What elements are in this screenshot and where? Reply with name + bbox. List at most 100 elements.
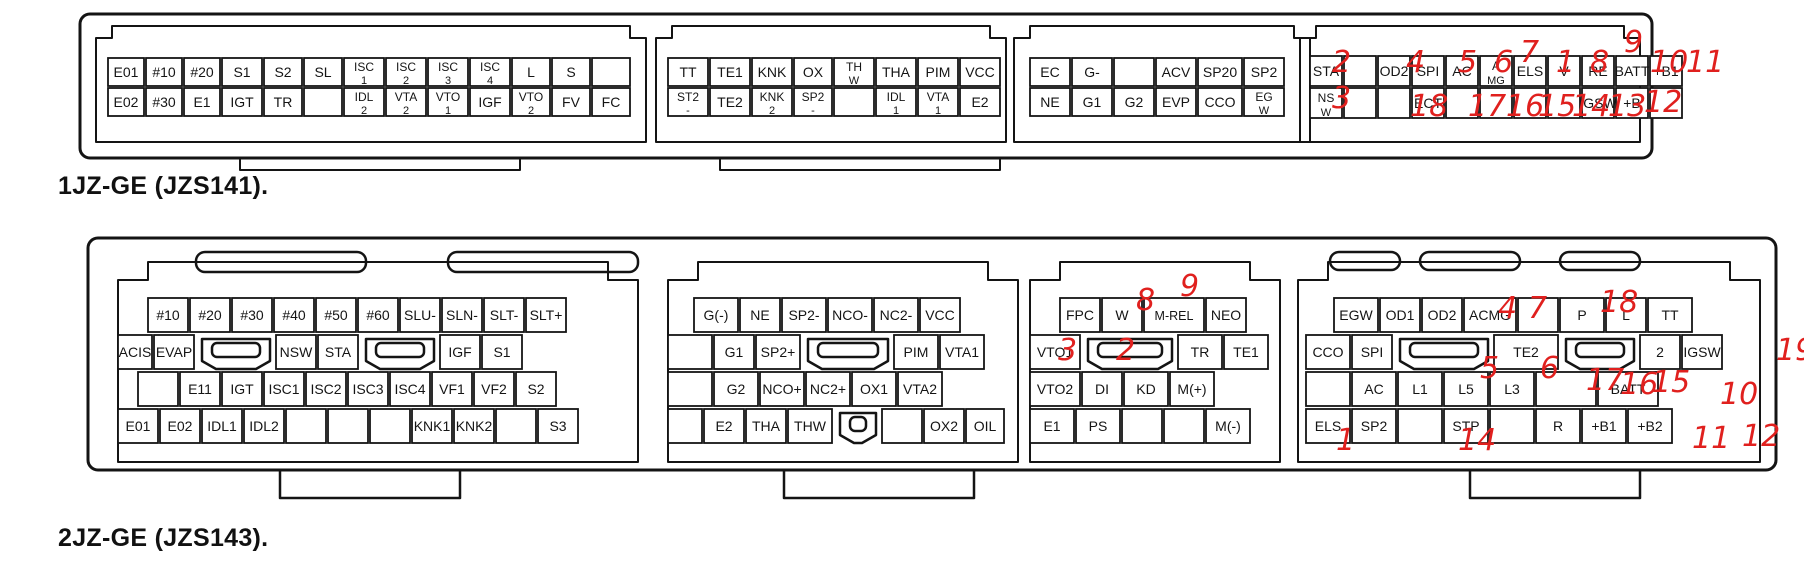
pin-label: S bbox=[566, 64, 575, 80]
pin-label: #60 bbox=[366, 307, 390, 323]
pin-+b1: +B1 bbox=[1581, 408, 1627, 444]
pin-label: E2 bbox=[715, 418, 732, 434]
annotation-number: 10 bbox=[1720, 377, 1758, 412]
pin-label: E01 bbox=[126, 418, 151, 434]
pin-label: STP bbox=[1452, 418, 1479, 434]
pin-label: SLN- bbox=[446, 307, 478, 323]
pin-empty bbox=[1535, 371, 1597, 407]
pin-label: ISC bbox=[438, 60, 458, 74]
pin-label: SPI bbox=[1361, 344, 1384, 360]
pin-ps: PS bbox=[1075, 408, 1121, 444]
pin-nco+: NCO+ bbox=[759, 371, 805, 407]
pin-s3: S3 bbox=[537, 408, 579, 444]
pin-label: KNK bbox=[760, 90, 785, 104]
annotation-number: 4 bbox=[1498, 291, 1517, 326]
pin-igsw: IGSW bbox=[1681, 334, 1723, 370]
pin-label: L1 bbox=[1412, 381, 1428, 397]
connector-housing-bottom-3 bbox=[1029, 261, 1281, 463]
pin-tt: TT bbox=[667, 57, 709, 87]
pin-label: BATT bbox=[1615, 63, 1650, 79]
pin-s2: S2 bbox=[263, 57, 303, 87]
pin-label: E2 bbox=[971, 94, 988, 110]
pin-sl: SL bbox=[303, 57, 343, 87]
pin-label: PIM bbox=[904, 344, 929, 360]
pin-label: PIM bbox=[926, 64, 951, 80]
pin-e01: E01 bbox=[117, 408, 159, 444]
pin-empty bbox=[137, 371, 179, 407]
pin-empty bbox=[667, 408, 703, 444]
pin-label: IDL2 bbox=[249, 418, 279, 434]
pin-label: ISC bbox=[354, 60, 374, 74]
pin-sublabel: 2 bbox=[528, 105, 534, 117]
pin-sublabel: 2 bbox=[361, 105, 367, 117]
pin-evp: EVP bbox=[1155, 87, 1197, 117]
pin-sp20: SP20 bbox=[1197, 57, 1243, 87]
pin-empty bbox=[495, 408, 537, 444]
pin-label: OX1 bbox=[860, 381, 888, 397]
pin-label: ECT bbox=[1414, 95, 1442, 111]
pin-label: RE bbox=[1588, 63, 1607, 79]
pin-empty bbox=[1121, 408, 1163, 444]
annotation-number: 17 bbox=[1468, 89, 1506, 124]
pin-label: W bbox=[1115, 307, 1129, 323]
pin-label: +B1 bbox=[1591, 418, 1617, 434]
pin-label: ISC4 bbox=[394, 381, 425, 397]
pin-sublabel: 4 bbox=[487, 75, 493, 87]
pin-empty bbox=[1479, 87, 1513, 119]
lock-slot bbox=[1096, 341, 1164, 359]
pin-sublabel: 2 bbox=[403, 105, 409, 117]
pin-sublabel: 1 bbox=[893, 105, 899, 117]
pin-empty bbox=[1305, 371, 1351, 407]
pin-e02: E02 bbox=[159, 408, 201, 444]
pin-label: EVAP bbox=[156, 344, 192, 360]
pin-empty bbox=[833, 87, 875, 117]
pin-nsw: NSW bbox=[275, 334, 317, 370]
pin-label: G2 bbox=[1125, 94, 1144, 110]
annotation-number: 18 bbox=[1600, 285, 1638, 320]
pin-label: VF2 bbox=[481, 381, 507, 397]
pin-sublabel: W bbox=[1321, 107, 1332, 119]
pin-label: SLT+ bbox=[530, 307, 563, 323]
pin-cco: CCO bbox=[1197, 87, 1243, 117]
pin-label: TE2 bbox=[1513, 344, 1539, 360]
annotation-number: 9 bbox=[1624, 25, 1643, 60]
pin-tha: THA bbox=[745, 408, 787, 444]
pin-e1: E1 bbox=[1029, 408, 1075, 444]
pin-l5: L5 bbox=[1443, 371, 1489, 407]
pin-p: P bbox=[1559, 297, 1605, 333]
pin-label: VCC bbox=[965, 64, 995, 80]
pin-empty bbox=[1649, 87, 1683, 119]
pin-label: E02 bbox=[114, 94, 139, 110]
pin-isc: ISC4 bbox=[469, 57, 511, 87]
pin-s2: S2 bbox=[515, 371, 557, 407]
pin-empty bbox=[303, 87, 343, 117]
pin-neo: NEO bbox=[1205, 297, 1247, 333]
pin-tt: TT bbox=[1647, 297, 1693, 333]
pin-nc2+: NC2+ bbox=[805, 371, 851, 407]
pin-g1: G1 bbox=[713, 334, 755, 370]
pin-igt: IGT bbox=[221, 87, 263, 117]
pin-label: L3 bbox=[1504, 381, 1520, 397]
pin-empty bbox=[285, 408, 327, 444]
pin-di: DI bbox=[1081, 371, 1123, 407]
pin-empty bbox=[1547, 87, 1581, 119]
pin-tr: TR bbox=[1177, 334, 1223, 370]
pin-a: AMG bbox=[1479, 55, 1513, 87]
pin-40: #40 bbox=[273, 297, 315, 333]
pin-+b1: +B1 bbox=[1649, 55, 1683, 87]
pin-label: S1 bbox=[233, 64, 250, 80]
pin-label: STA bbox=[325, 344, 352, 360]
lock-latch bbox=[838, 411, 878, 445]
pin-fpc: FPC bbox=[1059, 297, 1101, 333]
pin-e2: E2 bbox=[703, 408, 745, 444]
pin-label: V bbox=[1559, 63, 1569, 79]
pin-empty bbox=[1513, 87, 1547, 119]
pin-label: VTA bbox=[927, 90, 949, 104]
lock-latch bbox=[1398, 337, 1490, 371]
pin-m-: M(-) bbox=[1205, 408, 1251, 444]
pin-empty bbox=[667, 334, 713, 370]
annotation-number: 12 bbox=[1742, 419, 1780, 454]
pin-label: FC bbox=[602, 94, 621, 110]
